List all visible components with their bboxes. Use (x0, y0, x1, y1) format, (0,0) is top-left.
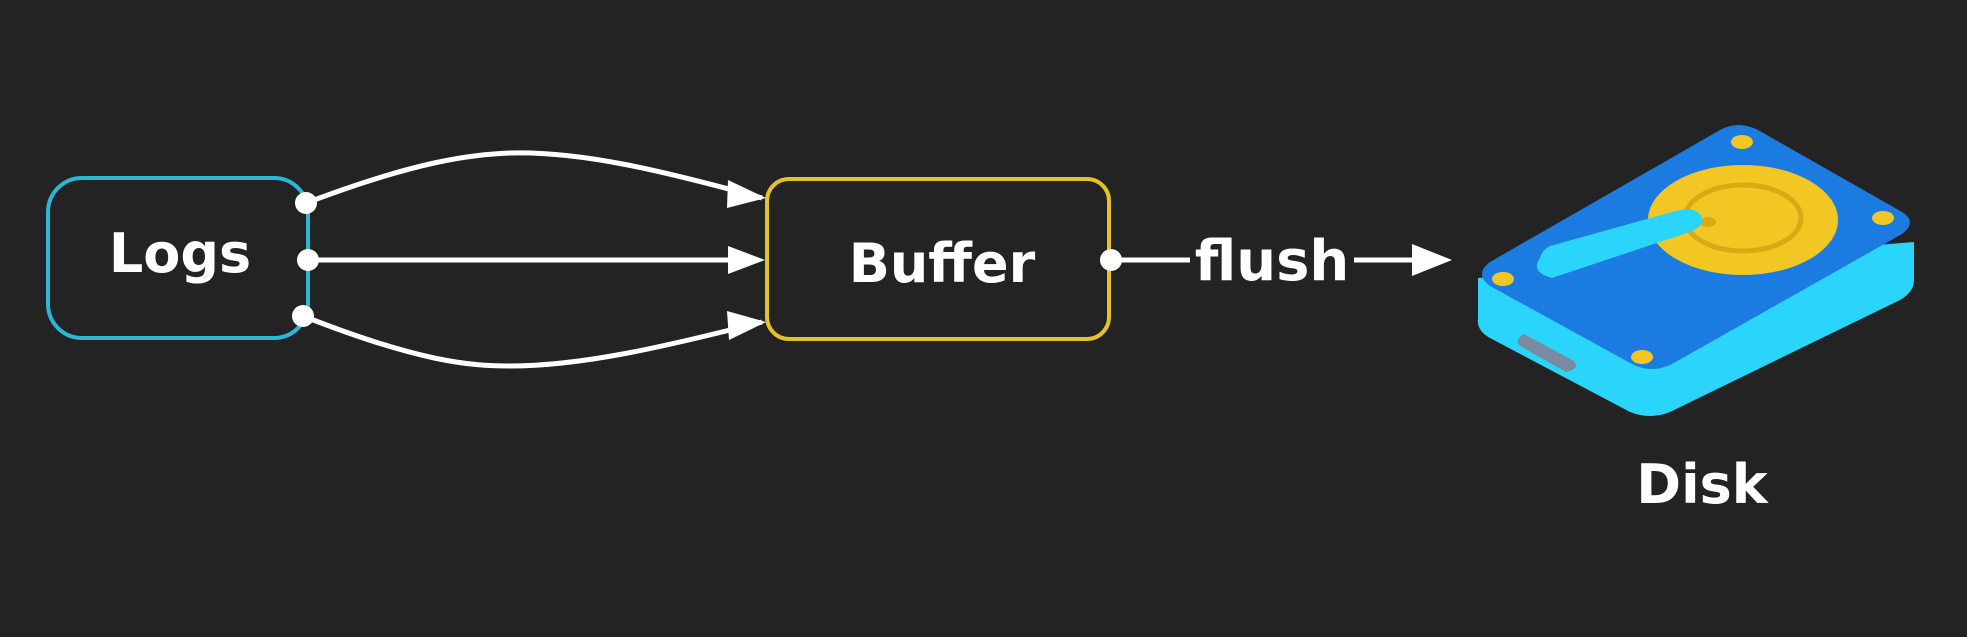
logs-to-buffer-edges (292, 150, 766, 369)
edge-port-bottom (292, 305, 314, 327)
flush-edge: flush (1100, 229, 1452, 294)
disk-arm (1536, 209, 1703, 278)
disk-connector (1517, 334, 1576, 372)
arrowhead-top (727, 180, 766, 208)
disk-label: Disk (1636, 453, 1768, 516)
flush-arrowhead (1412, 244, 1452, 276)
disk-screw-top (1731, 135, 1753, 149)
logs-node: Logs (46, 176, 310, 340)
edge-port-middle (297, 249, 319, 271)
arrowhead-middle (728, 246, 765, 274)
hard-disk-icon (1477, 125, 1914, 416)
disk-platter (1648, 165, 1838, 275)
edge-logs-buffer-bottom (302, 313, 763, 369)
buffer-node: Buffer (765, 177, 1111, 341)
edge-logs-buffer-top (305, 150, 763, 206)
flush-edge-label: flush (1195, 229, 1350, 294)
disk-screw-bottom (1631, 350, 1653, 364)
edge-port-top (295, 192, 317, 214)
disk-spindle (1700, 217, 1716, 227)
disk-screw-right (1872, 211, 1894, 225)
arrowhead-bottom (727, 311, 766, 340)
buffer-node-label: Buffer (849, 232, 1036, 295)
logs-node-label: Logs (109, 222, 251, 285)
disk-screw-left (1492, 272, 1514, 286)
